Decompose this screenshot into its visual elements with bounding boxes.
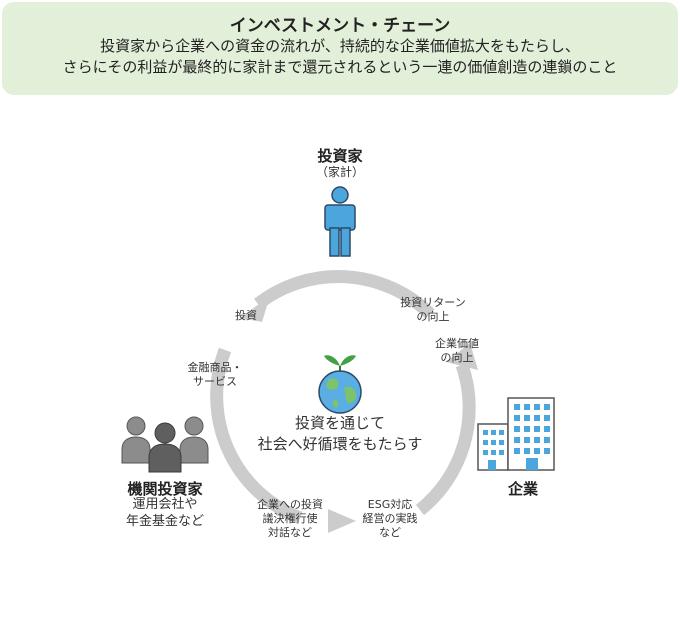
arrowhead-top xyxy=(240,296,270,322)
investor-person-icon xyxy=(324,186,356,257)
label-value-1: 企業価値 xyxy=(435,337,479,350)
center-line-1: 投資を通じて xyxy=(294,414,385,432)
investor-note: （家計） xyxy=(315,165,364,179)
label-engagement-3: 対話など xyxy=(268,526,312,539)
arc-left xyxy=(210,347,303,525)
center-line-2: 社会へ好循環をもたらす xyxy=(257,435,423,453)
subtitle-line-2: さらにその利益が最終的に家計まで還元されるという一連の価値創造の連鎖のこと xyxy=(62,58,618,76)
arc-top xyxy=(254,270,435,319)
company-label: 企業 xyxy=(507,480,538,498)
label-return-1: 投資リターン xyxy=(400,296,466,309)
subtitle-line-1: 投資家から企業への資金の流れが、持続的な企業価値拡大をもたらし、 xyxy=(100,37,580,55)
arc-right xyxy=(415,362,476,516)
arrowhead-bottom xyxy=(328,509,356,533)
header-banner: インベストメント・チェーン 投資家から企業への資金の流れが、持続的な企業価値拡大… xyxy=(2,2,678,95)
investor-label: 投資家 xyxy=(317,147,363,165)
label-return-2: の向上 xyxy=(416,310,450,323)
label-engagement-2: 議決権行使 xyxy=(262,512,318,525)
label-products-2: サービス xyxy=(193,375,237,388)
page-title: インベストメント・チェーン xyxy=(229,16,451,36)
label-value-2: の向上 xyxy=(440,351,474,364)
label-investment: 投資 xyxy=(235,309,257,322)
label-esg-1: ESG対応 xyxy=(367,498,413,511)
globe-icon xyxy=(318,355,362,414)
label-engagement-1: 企業への投資 xyxy=(257,498,323,511)
institution-note-2: 年金基金など xyxy=(125,514,204,529)
company-buildings-icon xyxy=(477,397,555,471)
institutional-investors-icon xyxy=(121,416,209,473)
arrowhead-right xyxy=(446,343,478,370)
label-products-1: 金融商品・ xyxy=(187,361,243,374)
institution-note-1: 運用会社や xyxy=(132,497,198,512)
label-esg-2: 経営の実践 xyxy=(362,512,418,525)
institution-label: 機関投資家 xyxy=(127,480,203,498)
label-esg-3: など xyxy=(379,526,401,539)
